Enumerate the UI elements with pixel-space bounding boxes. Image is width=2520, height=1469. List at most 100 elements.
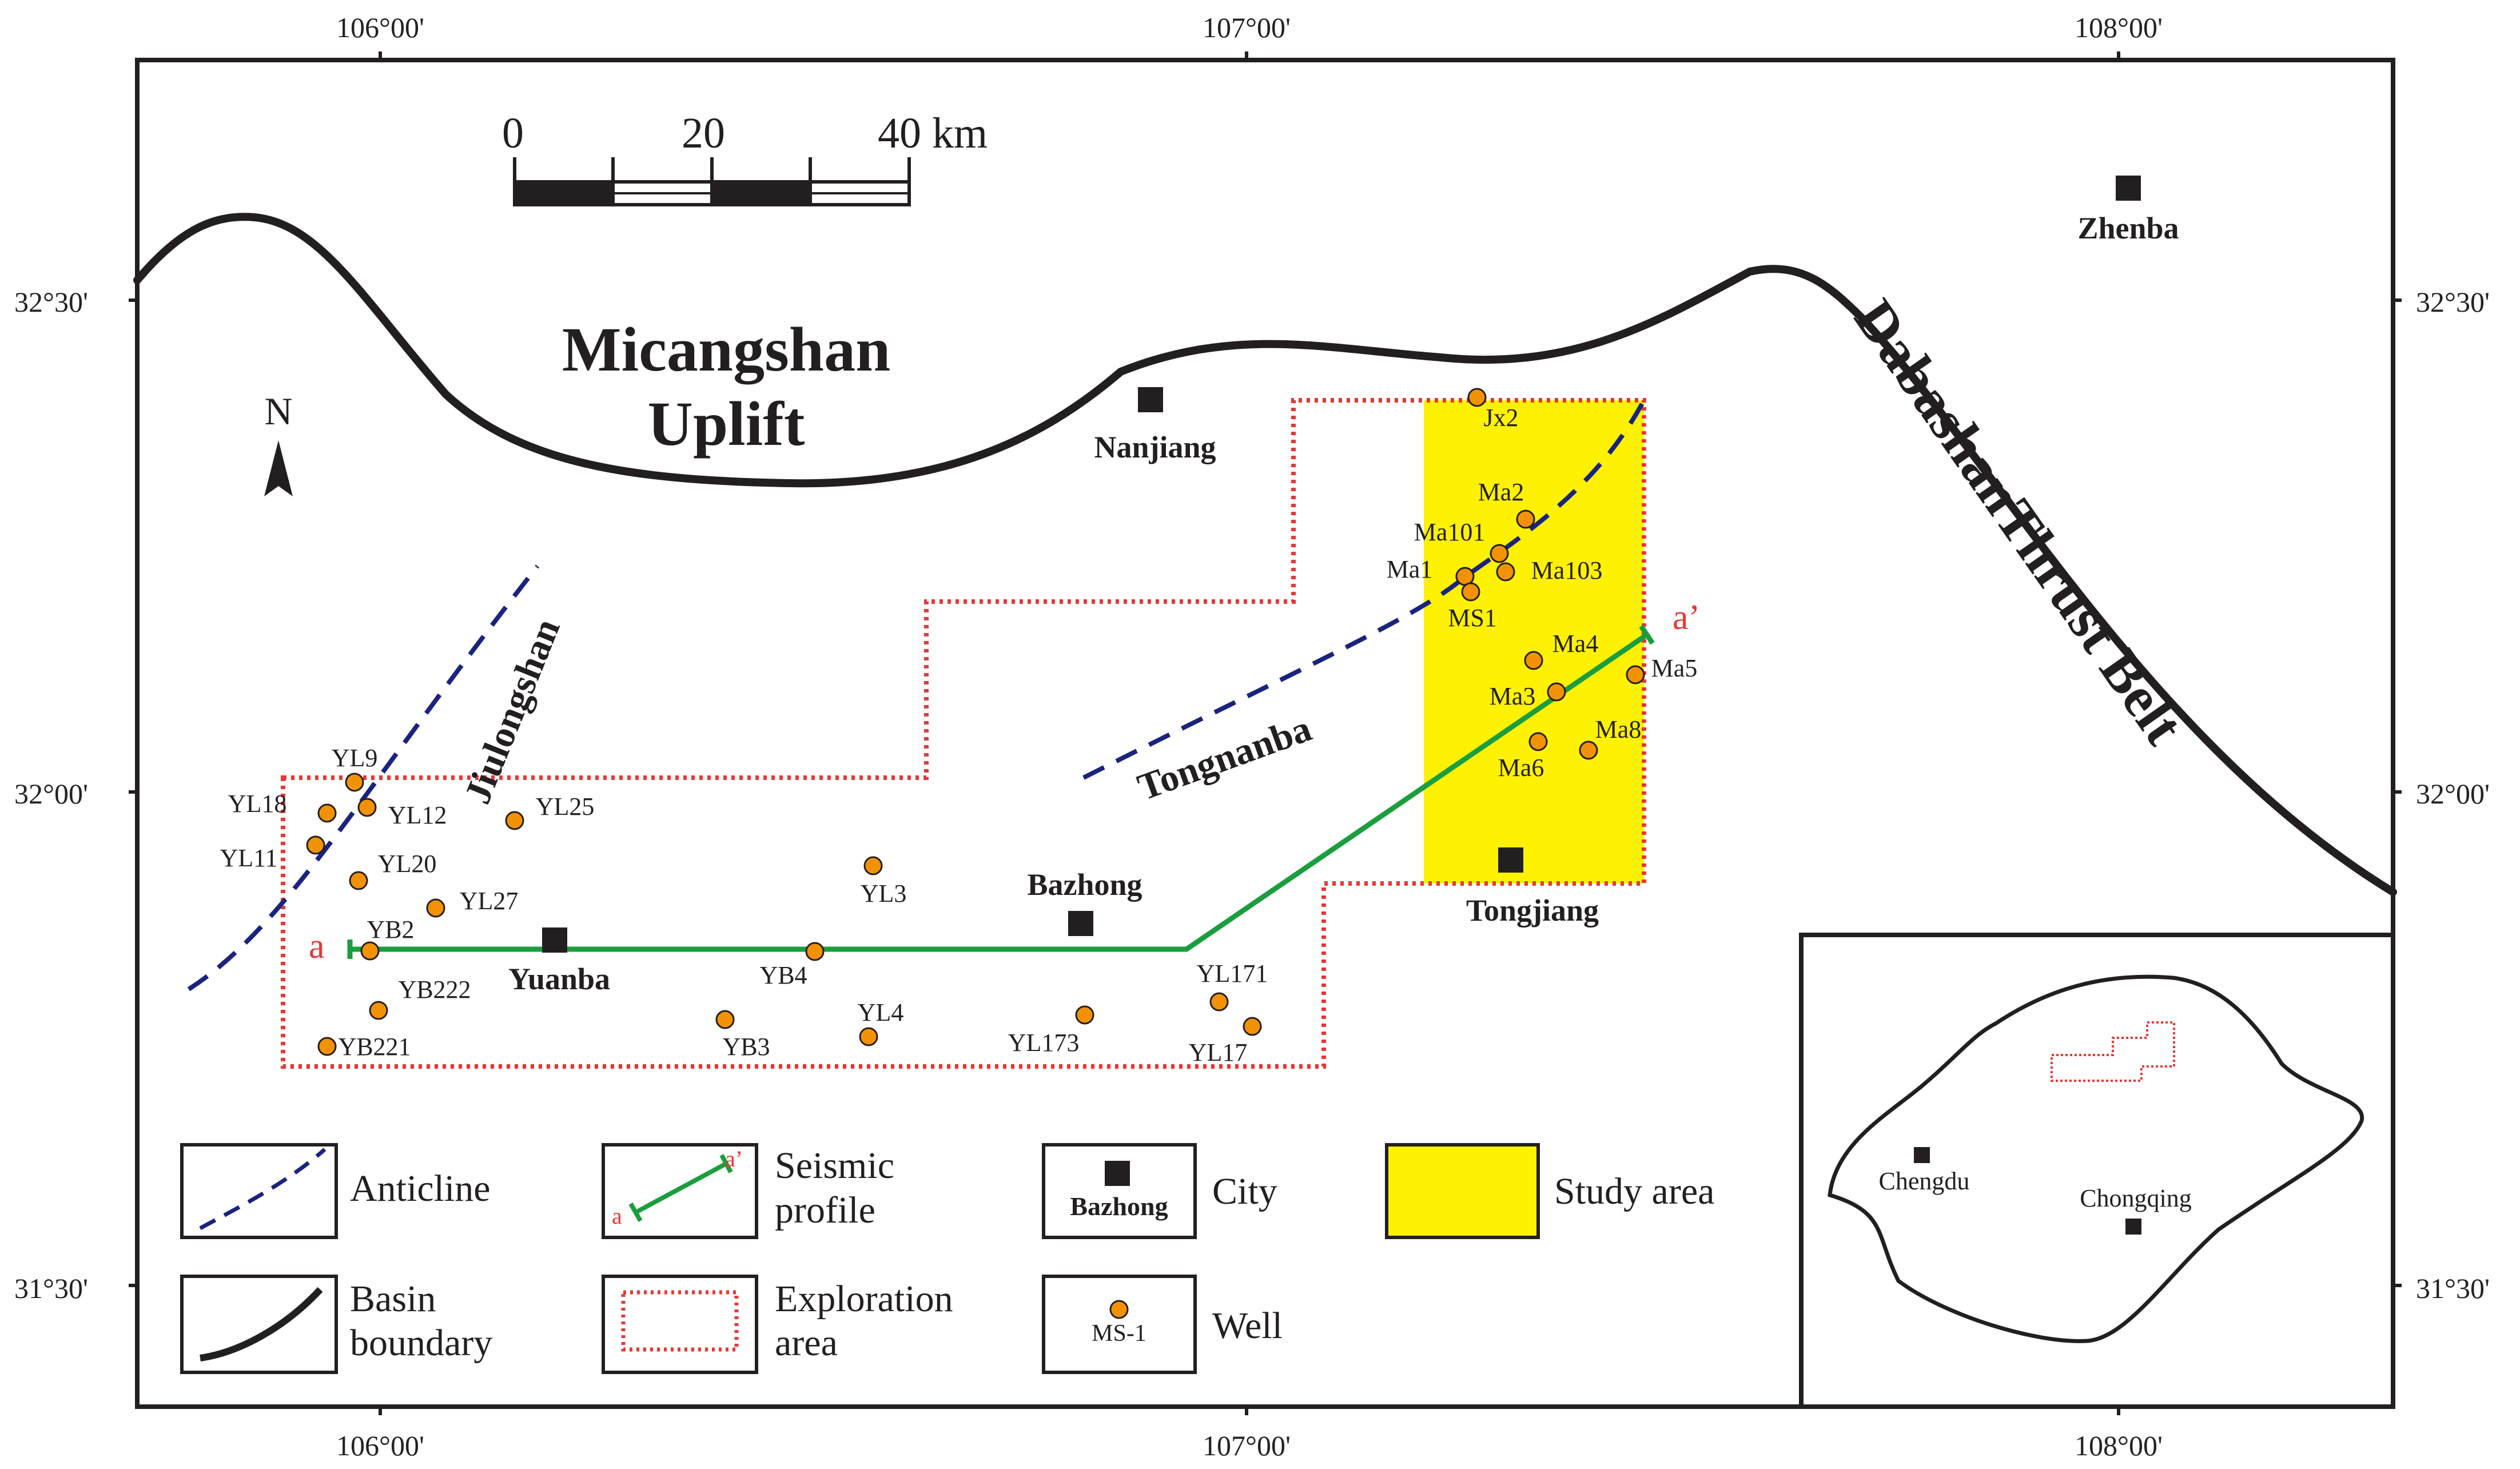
legend-box-well <box>1042 1275 1197 1374</box>
legend-city-sample: Bazhong <box>1070 1192 1168 1221</box>
lon-label-bottom-108: 108°00' <box>2075 1430 2163 1462</box>
well-label-yl173: YL173 <box>1008 1029 1080 1057</box>
lat-label-right-3130: 31°30' <box>2416 1272 2490 1304</box>
well-label-ma6: Ma6 <box>1498 754 1544 782</box>
map-frame <box>135 58 2395 1409</box>
well-marker-ma101 <box>1490 544 1509 563</box>
city-label-tongjiang: Tongjiang <box>1466 893 1599 927</box>
well-label-ma3: Ma3 <box>1490 682 1536 710</box>
city-label-bazhong: Bazhong <box>1027 867 1142 902</box>
north-arrow-icon <box>264 440 293 496</box>
well-label-ms1: MS1 <box>1448 604 1497 632</box>
well-marker-ma5 <box>1626 665 1645 684</box>
well-marker-ma8 <box>1579 741 1598 760</box>
well-marker-jx2 <box>1467 388 1487 407</box>
well-label-ma5: Ma5 <box>1651 654 1698 682</box>
well-marker-ms1 <box>1461 582 1480 602</box>
well-marker-ma4 <box>1524 651 1543 670</box>
well-label-ma103: Ma103 <box>1531 556 1603 584</box>
exploration-area-boundary <box>281 398 1646 1069</box>
city-marker-yuanba <box>542 927 567 953</box>
lat-label-right-3230: 32°30' <box>2416 286 2490 318</box>
legend-label-area: area <box>775 1322 838 1364</box>
well-marker-yl25 <box>505 811 524 830</box>
region-label-dabashan-thrust-belt: DabashanThrust Belt <box>1842 288 2196 755</box>
legend-label-seismic: Seismic <box>775 1145 894 1187</box>
lon-label-top-108: 108°00' <box>2075 11 2163 43</box>
well-label-yl3: YL3 <box>861 879 907 907</box>
well-marker-yl27 <box>426 898 445 918</box>
well-marker-ma1 <box>1455 567 1475 586</box>
lat-label-left-3230: 32°30' <box>14 286 88 318</box>
well-label-ma4: Ma4 <box>1552 630 1599 658</box>
well-marker-yl4 <box>859 1027 878 1046</box>
legend-box-city <box>1042 1143 1197 1239</box>
lon-label-top-106: 106°00' <box>336 11 424 43</box>
seismic-profile-end-tick-a2 <box>1639 624 1655 645</box>
inset-map <box>1799 933 2395 1409</box>
profile-label-a: a <box>309 927 325 966</box>
well-marker-yl171 <box>1209 992 1229 1012</box>
inset-label-chongqing: Chongqing <box>2080 1184 2192 1212</box>
legend-label-boundary: boundary <box>350 1322 492 1364</box>
region-label-tongnanba: Tongnanba <box>1132 707 1317 809</box>
profile-label-a2: a’ <box>1673 598 1700 637</box>
city-label-nanjiang: Nanjiang <box>1094 430 1216 464</box>
well-label-yb221: YB221 <box>338 1033 411 1061</box>
city-marker-tongjiang <box>1498 847 1523 873</box>
legend-box-study-area <box>1385 1143 1540 1239</box>
legend-exploration-symbol <box>621 1290 739 1352</box>
well-label-yl11: YL11 <box>220 844 277 872</box>
well-marker-yl11 <box>306 835 325 855</box>
lat-label-left-3200: 32°00' <box>14 778 88 810</box>
legend-well-symbol <box>1109 1300 1129 1319</box>
well-marker-yb221 <box>317 1037 337 1056</box>
well-marker-ma3 <box>1547 682 1566 702</box>
well-label-ma2: Ma2 <box>1478 478 1524 506</box>
well-marker-yl20 <box>349 871 368 890</box>
basin-boundary <box>133 213 2397 896</box>
well-marker-yb4 <box>805 942 825 961</box>
legend-seismic-a2: a’ <box>725 1146 743 1172</box>
well-label-yl25: YL25 <box>536 793 595 821</box>
seismic-profile <box>350 632 1649 952</box>
inset-label-chengdu: Chengdu <box>1879 1167 1970 1195</box>
well-marker-yl3 <box>863 856 883 875</box>
inset-exploration-area <box>2051 1021 2175 1082</box>
inset-basin-outline <box>1828 974 2364 1343</box>
well-label-ma8: Ma8 <box>1595 715 1642 743</box>
legend-seismic-symbol <box>635 1161 727 1215</box>
well-label-ma1: Ma1 <box>1387 555 1433 583</box>
cities <box>542 176 2141 953</box>
legend-well-sample: MS-1 <box>1092 1320 1146 1347</box>
region-label-uplift: Uplift <box>648 389 805 459</box>
region-label-jiulongshan: Jiulongshan <box>456 613 568 810</box>
scale-bar-label-20: 20 <box>682 109 725 157</box>
legend-seismic-tick-a <box>628 1203 643 1222</box>
legend-basin-symbol <box>200 1287 323 1361</box>
scale-bar-label-40km: 40 km <box>878 109 988 157</box>
city-label-yuanba: Yuanba <box>508 962 610 996</box>
well-label-yl17: YL17 <box>1189 1038 1248 1066</box>
inset-city-marker-chengdu <box>1914 1147 1930 1163</box>
lon-label-bottom-107: 107°00' <box>1203 1430 1291 1462</box>
well-marker-yl9 <box>345 773 364 792</box>
legend-label-city: City <box>1212 1171 1277 1212</box>
legend-label-exploration: Exploration <box>775 1278 953 1320</box>
study-area <box>1424 400 1644 883</box>
well-label-yb3: YB3 <box>722 1033 770 1061</box>
well-marker-ma103 <box>1496 562 1515 582</box>
region-label-micangshan: Micangshan <box>562 314 891 384</box>
well-label-ma101: Ma101 <box>1414 518 1486 546</box>
legend-label-basin: Basin <box>350 1278 436 1320</box>
legend: Anticline Basin boundary a a’ Seismic pr… <box>180 1143 1714 1374</box>
well-marker-yl18 <box>317 803 337 823</box>
well-marker-yl12 <box>357 798 377 817</box>
anticline-jiulongshan <box>187 564 540 992</box>
north-label: N <box>264 389 292 433</box>
well-label-yl4: YL4 <box>858 998 904 1026</box>
legend-box-anticline <box>180 1143 338 1239</box>
lat-label-left-3130: 31°30' <box>14 1272 88 1304</box>
